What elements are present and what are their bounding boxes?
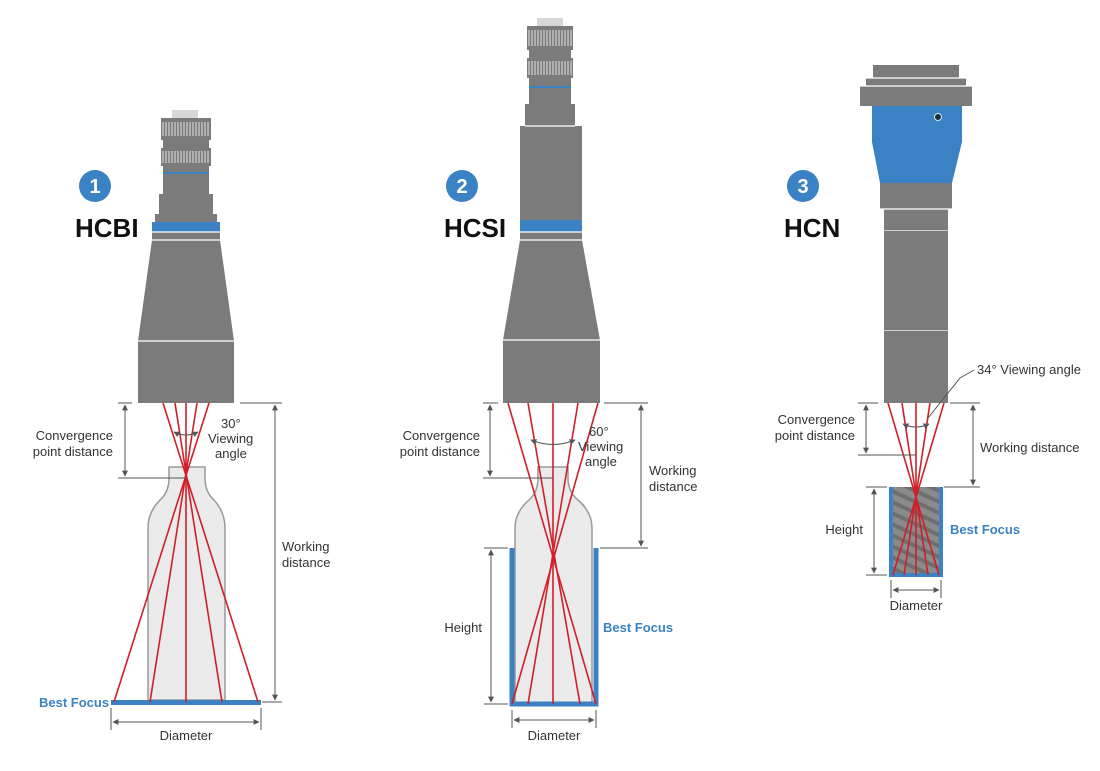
- working-label-hcsi-1: Working: [649, 463, 696, 478]
- working-distance-dimension-hcn: [944, 402, 980, 488]
- title-hcsi: HCSI: [444, 213, 506, 243]
- number-badge-hcbi: [79, 170, 111, 202]
- number-badge-hcsi: [446, 170, 478, 202]
- lens-hcn: [860, 65, 972, 403]
- diameter-dimension-hcsi: [511, 710, 597, 728]
- height-dimension-hcn: [866, 486, 887, 576]
- angle-label-hcsi-1: 60°: [589, 424, 609, 439]
- badge-number-3: 3: [797, 176, 808, 198]
- convergence-label-hcbi-1: Convergence: [36, 428, 113, 443]
- working-label-hcn: Working distance: [980, 440, 1079, 455]
- convergence-dimension-hcsi: [483, 402, 553, 479]
- convergence-dimension-hcn: [858, 402, 916, 456]
- best-focus-plane-hcbi: [111, 700, 261, 705]
- ray-lines-hcn: [887, 402, 945, 576]
- badge-number-2: 2: [456, 176, 467, 198]
- viewing-angle-arc-hcbi: [173, 431, 199, 438]
- title-hcbi: HCBI: [75, 213, 139, 243]
- convergence-label-hcsi-1: Convergence: [403, 428, 480, 443]
- working-label-hcbi-2: distance: [282, 555, 330, 570]
- convergence-label-hcbi-2: point distance: [33, 444, 113, 459]
- working-distance-dimension-hcbi: [240, 402, 282, 703]
- best-focus-container-hcsi: [509, 548, 599, 707]
- angle-label-hcsi-2: Viewing: [578, 439, 623, 454]
- best-focus-label-hcn: Best Focus: [950, 522, 1020, 537]
- viewing-angle-arc-hcn: [902, 423, 930, 429]
- best-focus-label-hcbi: Best Focus: [39, 695, 109, 710]
- angle-label-hcsi-3: angle: [585, 454, 617, 469]
- badge-number-1: 1: [89, 176, 100, 198]
- lens-hcsi: [503, 18, 600, 403]
- angle-label-hcbi-2: Viewing: [208, 431, 253, 446]
- panel-hcsi: 2 HCSI 60° Viewing angle Convergence poi…: [400, 18, 697, 743]
- convergence-label-hcn-1: Convergence: [778, 412, 855, 427]
- diameter-dimension-hcbi: [110, 708, 262, 730]
- panel-hcbi: 1 HCBI 30° Viewing angle Convergence poi…: [33, 110, 330, 743]
- convergence-label-hcsi-2: point distance: [400, 444, 480, 459]
- working-label-hcsi-2: distance: [649, 479, 697, 494]
- ray-lines-hcsi: [507, 402, 599, 705]
- number-badge-hcn: [787, 170, 819, 202]
- panel-hcn: 3 HCN 34° Viewing angle Convergence poin…: [775, 65, 1081, 613]
- ray-lines-hcbi: [113, 402, 259, 703]
- angle-label-hcbi-1: 30°: [221, 416, 241, 431]
- diameter-label-hcbi: Diameter: [160, 728, 213, 743]
- lens-hcbi: [138, 110, 234, 403]
- best-focus-label-hcsi: Best Focus: [603, 620, 673, 635]
- diameter-dimension-hcn: [890, 580, 942, 598]
- angle-label-hcbi-3: angle: [215, 446, 247, 461]
- working-distance-dimension-hcsi: [600, 402, 648, 549]
- height-dimension-hcsi: [484, 547, 508, 705]
- convergence-dimension-hcbi: [118, 402, 186, 479]
- angle-label-hcn: 34° Viewing angle: [977, 362, 1081, 377]
- height-label-hcn: Height: [825, 522, 863, 537]
- diameter-label-hcsi: Diameter: [528, 728, 581, 743]
- working-label-hcbi-1: Working: [282, 539, 329, 554]
- diameter-label-hcn: Diameter: [890, 598, 943, 613]
- viewing-angle-arc-hcsi: [530, 439, 576, 445]
- height-label-hcsi: Height: [444, 620, 482, 635]
- convergence-label-hcn-2: point distance: [775, 428, 855, 443]
- viewing-angle-leader-hcn: [927, 369, 975, 419]
- title-hcn: HCN: [784, 213, 840, 243]
